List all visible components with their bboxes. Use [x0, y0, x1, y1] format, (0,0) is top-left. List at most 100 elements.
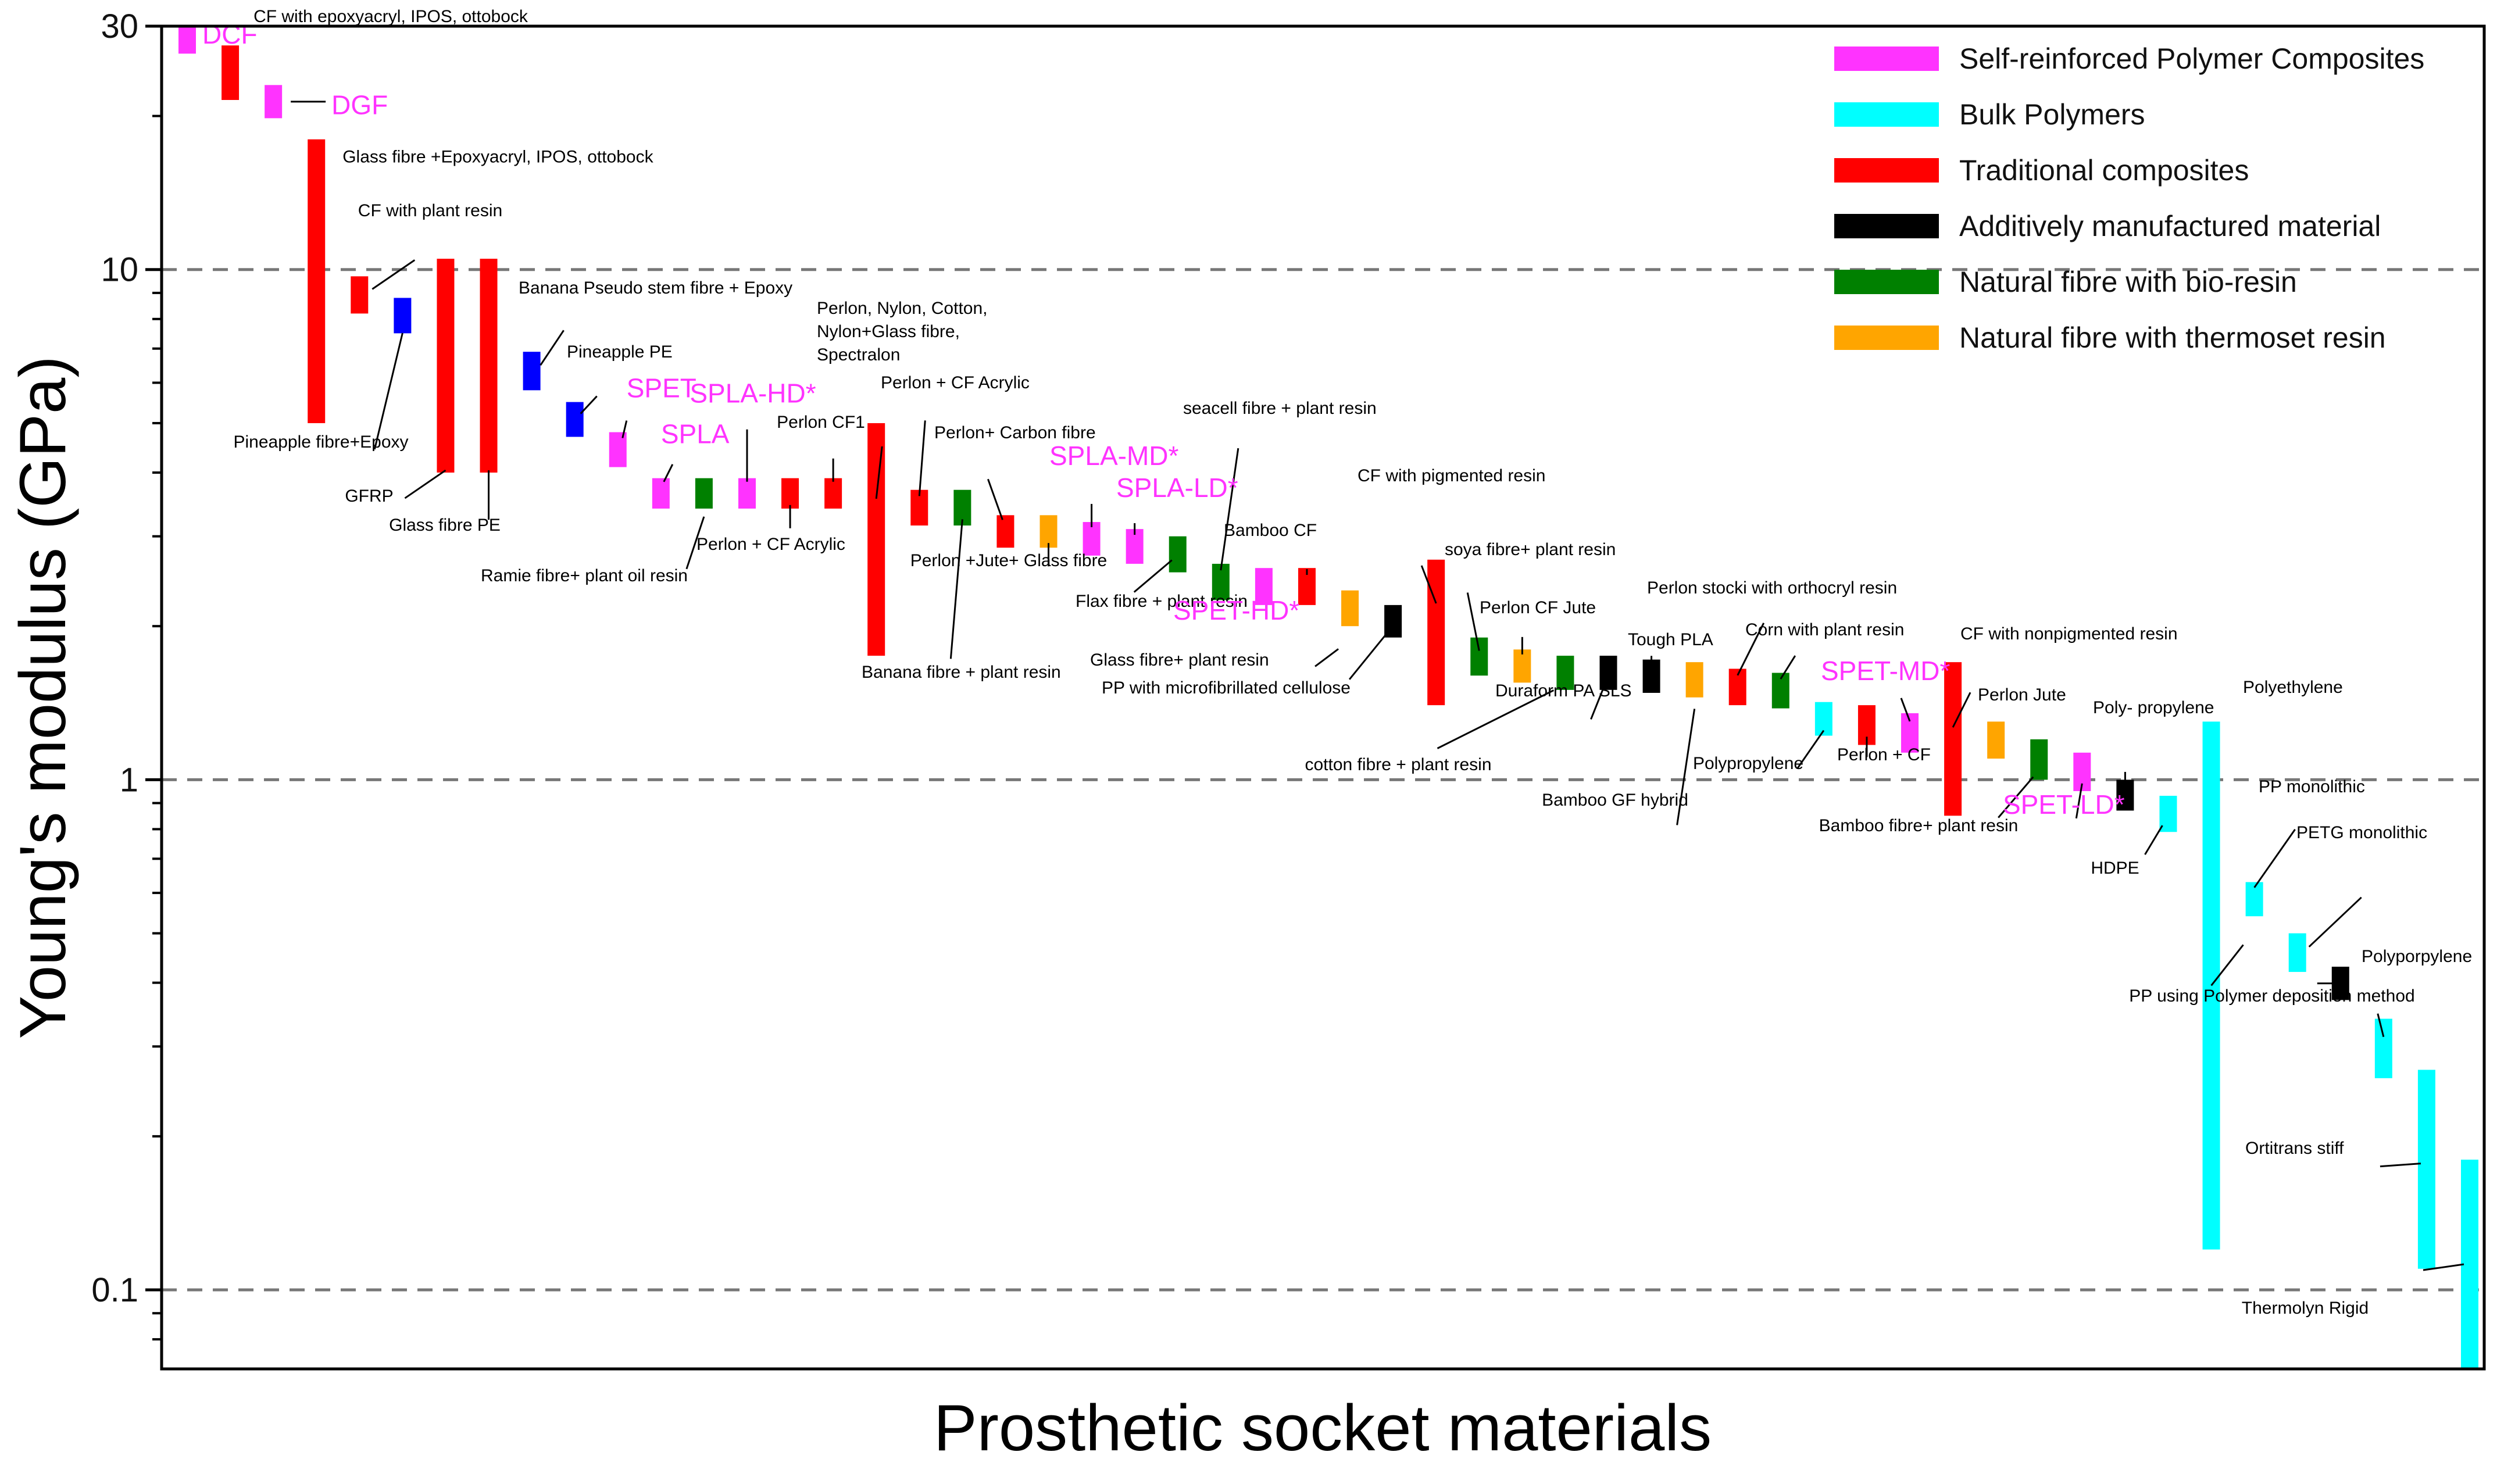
leader-line	[1952, 692, 1971, 728]
leader-line	[1676, 709, 1696, 825]
y-tick-label: 10	[101, 251, 138, 289]
material-label: CF with epoxyacryl, IPOS, ottobock	[253, 7, 528, 26]
material-label-line: Flax fibre + plant resin	[1076, 592, 1248, 611]
material-label: Perlon + CF Acrylic	[696, 535, 845, 554]
material-label-line: SPLA-LD*	[1116, 473, 1238, 503]
material-label: Perlon CF Jute	[1480, 598, 1596, 617]
leader-line	[1437, 689, 1555, 749]
material-label: seacell fibre + plant resin	[1183, 399, 1377, 418]
legend-swatch	[1834, 158, 1939, 183]
leader-line	[2380, 1163, 2421, 1168]
material-label: Polypropylene	[1693, 754, 1803, 773]
material-label-line: PP monolithic	[2259, 777, 2365, 796]
x-axis-title: Prosthetic socket materials	[934, 1392, 1712, 1464]
legend-label: Self-reinforced Polymer Composites	[1959, 42, 2424, 75]
material-label-line: HDPE	[2091, 859, 2139, 878]
material-bar	[178, 26, 196, 54]
material-label: PP using Polymer deposition method	[2129, 986, 2414, 1006]
material-label-line: SPLA	[661, 419, 730, 449]
material-bar	[1384, 605, 1402, 638]
leader-line	[580, 395, 598, 414]
leader-line	[371, 259, 416, 290]
material-label: SPET	[627, 373, 696, 403]
material-label: Perlon Jute	[1978, 685, 2066, 705]
material-label-line: PP with microfibrillated cellulose	[1102, 678, 1351, 698]
material-label-line: CF with epoxyacryl, IPOS, ottobock	[253, 7, 528, 26]
material-bar	[222, 45, 240, 100]
material-bar	[480, 259, 498, 473]
material-label: Bamboo GF hybrid	[1542, 791, 1688, 810]
material-label-line: Perlon CF Jute	[1480, 598, 1596, 617]
leader-line	[2144, 825, 2163, 855]
material-label-line: Polypropylene	[1693, 754, 1803, 773]
leader-line	[2377, 1013, 2385, 1038]
leader-line	[1348, 632, 1388, 680]
material-label: PETG monolithic	[2296, 823, 2427, 842]
reference-lines	[162, 268, 2484, 1292]
material-bar	[2245, 882, 2263, 917]
leader-line	[621, 420, 628, 438]
material-label: Pineapple fibre+Epoxy	[233, 432, 408, 452]
material-label: Glass fibre +Epoxyacryl, IPOS, ottobock	[342, 148, 653, 167]
material-label: Pineapple PE	[567, 342, 673, 362]
y-tick-label: 1	[120, 761, 138, 799]
material-bar	[2417, 1070, 2435, 1269]
material-bar	[351, 276, 369, 314]
material-label: Ortitrans stiff	[2245, 1139, 2344, 1158]
material-label-line: Perlon+ Carbon fibre	[934, 423, 1096, 442]
material-label-line: Bamboo GF hybrid	[1542, 791, 1688, 810]
material-label-line: soya fibre+ plant resin	[1445, 540, 1616, 559]
material-bar	[1599, 656, 1617, 690]
material-label: Perlon CF1	[777, 413, 865, 432]
material-bar	[1255, 568, 1273, 605]
y-axis-title: Young's modulus (GPa)	[6, 356, 79, 1039]
material-bar	[652, 478, 670, 509]
material-label-line: Banana Pseudo stem fibre + Epoxy	[519, 278, 792, 298]
material-bar	[1039, 515, 1058, 548]
material-label: Banana Pseudo stem fibre + Epoxy	[519, 278, 792, 298]
leader-line	[2210, 944, 2244, 986]
leader-line	[685, 516, 705, 570]
material-label-line: Perlon + CF Acrylic	[696, 535, 845, 554]
material-label: SPLA	[661, 419, 730, 449]
y-tick-label: 30	[101, 8, 138, 45]
material-label: Perlon + CF	[1837, 745, 1931, 764]
material-label: Perlon stocki with orthocryl resin	[1647, 578, 1897, 598]
material-bar	[2288, 933, 2306, 972]
material-bar	[1556, 656, 1574, 690]
material-label-line: Nylon+Glass fibre,	[817, 322, 960, 341]
material-bar	[1427, 559, 1445, 706]
material-label-line: Bamboo CF	[1224, 521, 1317, 540]
material-bar	[867, 423, 885, 656]
material-bar	[738, 478, 756, 509]
material-label: CF with pigmented resin	[1358, 466, 1545, 485]
material-label-line: Banana fibre + plant resin	[862, 663, 1061, 682]
material-label: CF with plant resin	[358, 201, 502, 220]
material-label-line: Tough PLA	[1628, 630, 1713, 649]
material-label: soya fibre+ plant resin	[1445, 540, 1616, 559]
material-label-line: Spectralon	[817, 345, 900, 364]
material-bar	[1341, 590, 1359, 627]
leader-line	[1998, 776, 2034, 818]
material-bar	[394, 298, 412, 334]
material-label-line: DGF	[331, 90, 388, 120]
material-label-line: GFRP	[345, 487, 393, 506]
material-bar	[2030, 739, 2048, 780]
material-label-line: Perlon stocki with orthocryl resin	[1647, 578, 1897, 598]
leader-line	[1133, 559, 1173, 593]
material-label: GFRP	[345, 487, 393, 506]
legend-swatch	[1834, 47, 1939, 71]
material-label-line: CF with plant resin	[358, 201, 502, 220]
material-label: SPLA-LD*	[1116, 473, 1238, 503]
material-label: SPLA-MD*	[1049, 441, 1178, 471]
material-label: Banana fibre + plant resin	[862, 663, 1061, 682]
material-label: SPET-MD*	[1821, 656, 1950, 686]
leader-line	[1900, 698, 1911, 722]
leader-line	[2423, 1263, 2464, 1271]
leader-line	[1466, 592, 1480, 651]
leader-line	[918, 420, 926, 496]
material-label-line: Ramie fibre+ plant oil resin	[481, 566, 688, 585]
material-label: SPET-LD*	[2003, 789, 2125, 820]
material-label: Bamboo CF	[1224, 521, 1317, 540]
